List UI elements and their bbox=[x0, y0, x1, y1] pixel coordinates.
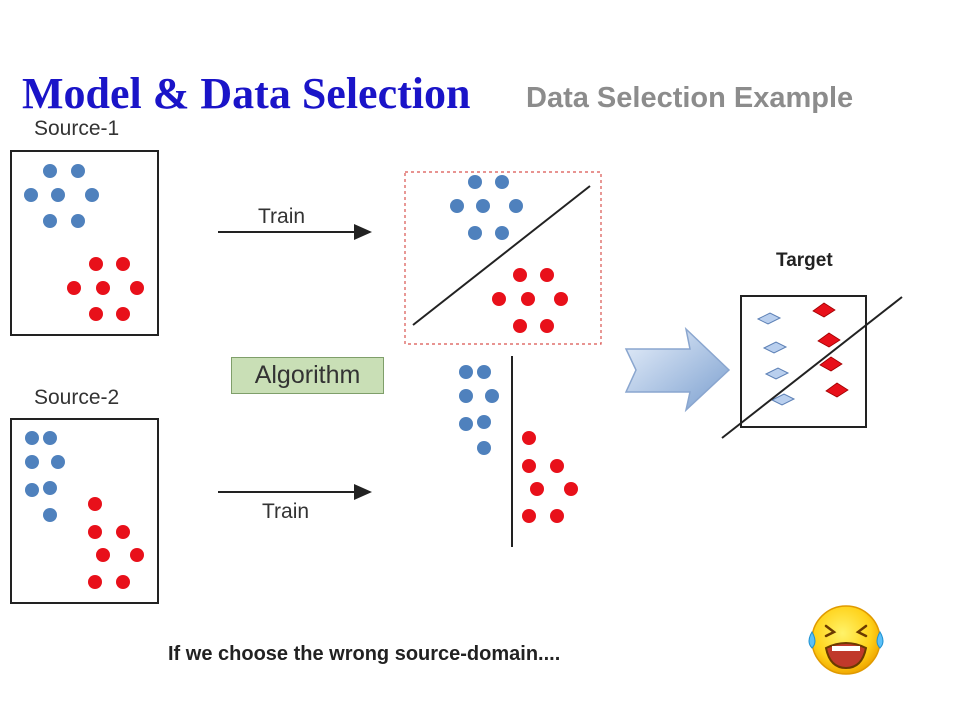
target-red-points bbox=[812, 302, 849, 398]
model1-blue-points bbox=[450, 175, 523, 240]
source2-blue-points bbox=[25, 431, 65, 522]
train-label-1: Train bbox=[258, 205, 306, 228]
slide-subtitle: Data Selection Example bbox=[526, 82, 854, 114]
model1-red-points bbox=[492, 268, 568, 333]
target-decision-boundary bbox=[721, 296, 903, 439]
algorithm-box: Algorithm bbox=[231, 357, 384, 394]
crying-face-icon bbox=[808, 605, 884, 675]
source1-blue-points bbox=[24, 164, 99, 228]
slide-title: Model & Data Selection bbox=[22, 69, 471, 118]
model1-decision-boundary bbox=[412, 185, 591, 326]
source1-label: Source-1 bbox=[34, 117, 120, 140]
caption-text: If we choose the wrong source-domain.... bbox=[168, 643, 561, 665]
model2-red-points bbox=[522, 431, 578, 523]
source2-red-points bbox=[88, 497, 144, 589]
source1-red-points bbox=[67, 257, 144, 321]
train-label-2: Train bbox=[262, 500, 310, 523]
model1-highlight-frame bbox=[404, 171, 602, 345]
model2-blue-points bbox=[459, 365, 499, 455]
source2-label: Source-2 bbox=[34, 386, 120, 409]
source1-box bbox=[10, 150, 159, 336]
target-label: Target bbox=[776, 250, 833, 271]
source2-box bbox=[10, 418, 159, 604]
target-blue-points bbox=[756, 312, 796, 406]
block-arrow-icon bbox=[624, 326, 731, 413]
